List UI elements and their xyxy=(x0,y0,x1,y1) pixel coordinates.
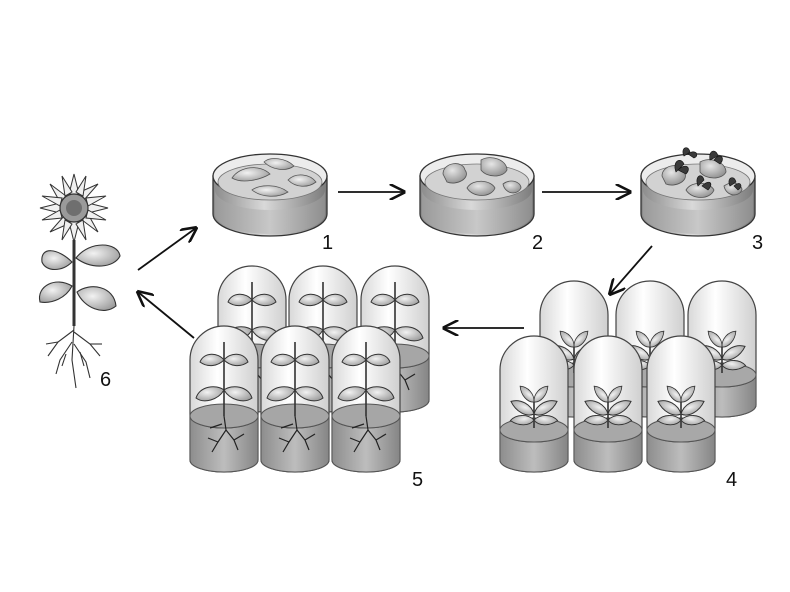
arrow-6-to-1 xyxy=(137,228,196,271)
step-label-3: 3 xyxy=(752,232,763,254)
step-6-sunflower-plant xyxy=(39,173,121,389)
arrow-3-to-4 xyxy=(610,245,653,294)
step-label-4: 4 xyxy=(726,469,737,491)
arrow-5-to-6 xyxy=(138,292,195,339)
step-3-shoot-formation-dish xyxy=(640,147,756,237)
step-5-rooted-plant-tubes xyxy=(189,265,430,473)
step-1-leaf-explants-dish xyxy=(212,153,328,237)
flow-arrows xyxy=(137,192,653,339)
step-label-5: 5 xyxy=(412,469,423,491)
step-label-1: 1 xyxy=(322,232,333,254)
step-4-seedling-tubes xyxy=(500,281,756,472)
step-2-callus-dish xyxy=(419,153,535,237)
step-label-6: 6 xyxy=(100,369,111,391)
step-label-2: 2 xyxy=(532,232,543,254)
